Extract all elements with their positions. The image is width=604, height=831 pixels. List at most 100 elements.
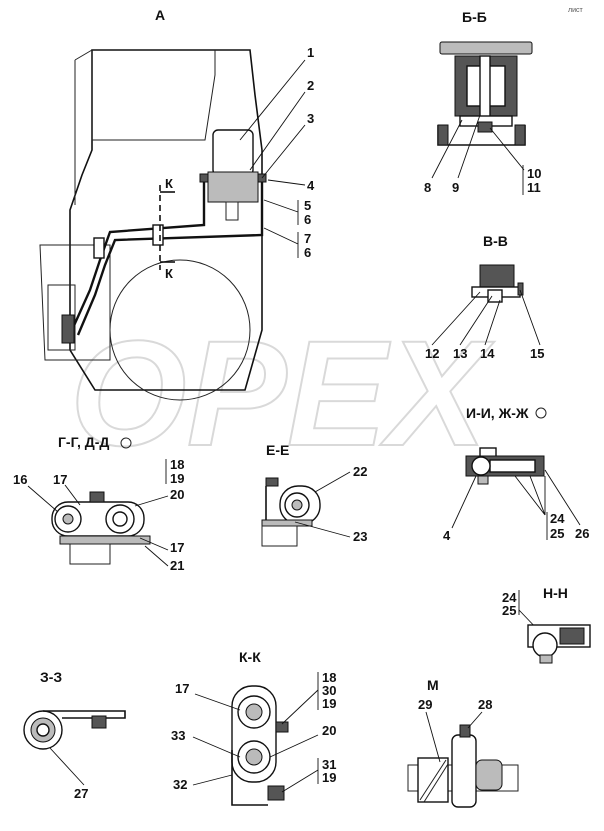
view-bb: Б-Б 8 9 10 11 — [424, 9, 541, 195]
view-iizhzh: И-И, Ж-Ж 4 24 25 26 — [443, 405, 589, 543]
iizhzh-rotation-symbol — [535, 407, 547, 419]
vv-stud — [517, 282, 524, 296]
lower-fitting — [61, 314, 75, 344]
kk-bracket — [231, 750, 268, 806]
filter-canister — [212, 129, 254, 176]
label-gg-20: 20 — [170, 487, 184, 502]
nn-channel — [559, 627, 585, 645]
engine-body — [69, 49, 263, 391]
fuel-line-1 — [70, 182, 206, 331]
leader-vv-12 — [431, 291, 481, 346]
view-a-title: А — [155, 7, 165, 23]
leader-a-1 — [239, 59, 306, 141]
leader-bb-9 — [457, 114, 481, 179]
label-kk-18: 18 — [322, 670, 336, 685]
view-vv-title: В-В — [483, 233, 508, 249]
view-nn-title: Н-Н — [543, 585, 568, 601]
gg-tube-right-bore — [112, 511, 128, 527]
view-ggdd-title: Г-Г, Д-Д — [58, 434, 109, 450]
leader-gg-16 — [27, 485, 59, 513]
label-a-6a: 6 — [304, 212, 311, 227]
label-m-29: 29 — [418, 697, 432, 712]
label-a-2: 2 — [307, 78, 314, 93]
engine-side — [74, 49, 93, 205]
view-ee-title: Е-Е — [266, 442, 289, 458]
bb-base-left — [437, 124, 449, 146]
section-k-bottom: К — [165, 266, 173, 281]
leader-ee-23 — [294, 521, 351, 538]
section-k-top: К — [165, 176, 173, 191]
label-ii-4: 4 — [443, 528, 451, 543]
label-gg-17b: 17 — [170, 540, 184, 555]
leader-kk-18 — [281, 689, 319, 725]
m-boss — [475, 759, 503, 791]
ee-base — [261, 519, 313, 527]
fuel-line-2 — [76, 182, 264, 336]
line-clamp-left — [93, 237, 105, 259]
label-kk-31: 31 — [322, 757, 336, 772]
label-vv-15: 15 — [530, 346, 544, 361]
nn-banjo — [532, 632, 558, 658]
label-ee-22: 22 — [353, 464, 367, 479]
nn-bolt — [539, 654, 553, 664]
label-bb-8: 8 — [424, 180, 431, 195]
label-vv-12: 12 — [425, 346, 439, 361]
label-a-5: 5 — [304, 198, 311, 213]
label-kk-30: 30 — [322, 683, 336, 698]
label-bb-9: 9 — [452, 180, 459, 195]
label-zz-27: 27 — [74, 786, 88, 801]
label-gg-21: 21 — [170, 558, 184, 573]
view-m-title: М — [427, 677, 439, 693]
leader-bb-10 — [489, 127, 525, 171]
leader-ii-26 — [544, 469, 581, 526]
leader-a-4 — [267, 179, 306, 186]
label-ii-26: 26 — [575, 526, 589, 541]
gg-base-plate — [59, 535, 151, 545]
ee-support — [261, 525, 298, 547]
view-zz: З-З 27 — [23, 669, 126, 801]
leader-gg-17b — [139, 537, 169, 551]
label-a-7: 7 — [304, 231, 311, 246]
leader-m-29 — [425, 711, 441, 763]
ii-banjo — [471, 456, 491, 476]
leader-gg-21 — [144, 545, 169, 567]
leader-zz-27 — [49, 747, 85, 786]
leader-a-7-6 — [263, 227, 299, 258]
label-kk-19a: 19 — [322, 696, 336, 711]
bb-nut — [477, 121, 493, 133]
gg-support — [69, 543, 111, 565]
m-collar — [451, 734, 477, 808]
label-nn-25: 25 — [502, 603, 516, 618]
leader-vv-14 — [484, 299, 501, 346]
leader-gg-17a — [64, 484, 81, 506]
label-kk-17: 17 — [175, 681, 189, 696]
leader-ii-4 — [451, 475, 477, 529]
leader-bb-8 — [431, 119, 463, 179]
leader-a-5-6 — [263, 199, 299, 225]
corner-mark: лист — [568, 7, 583, 14]
view-nn: Н-Н 24 25 — [502, 585, 591, 664]
label-kk-33: 33 — [171, 728, 185, 743]
m-screw — [459, 724, 471, 738]
leader-ee-22 — [314, 471, 351, 493]
label-ii-25: 25 — [550, 526, 564, 541]
ee-bolt-head — [265, 477, 279, 487]
vv-clamp-block — [479, 264, 515, 288]
kk-tube-top-bore — [245, 703, 263, 721]
gg-bolt-head — [89, 491, 105, 503]
view-kk: К-К 17 18 30 19 20 33 32 31 19 — [171, 649, 336, 806]
label-gg-16: 16 — [13, 472, 27, 487]
label-m-28: 28 — [478, 697, 492, 712]
leader-kk-20 — [269, 734, 319, 758]
kk-lower-bolt — [267, 785, 285, 801]
leader-vv-13 — [459, 295, 493, 346]
m-band-hatch — [419, 759, 449, 803]
label-kk-32: 32 — [173, 777, 187, 792]
watermark: OPEX — [70, 309, 495, 477]
view-vv: В-В 12 13 14 15 — [425, 233, 544, 361]
label-a-3: 3 — [307, 111, 314, 126]
label-bb-10: 10 — [527, 166, 541, 181]
filter-head — [207, 171, 259, 203]
vv-nut — [487, 289, 503, 303]
